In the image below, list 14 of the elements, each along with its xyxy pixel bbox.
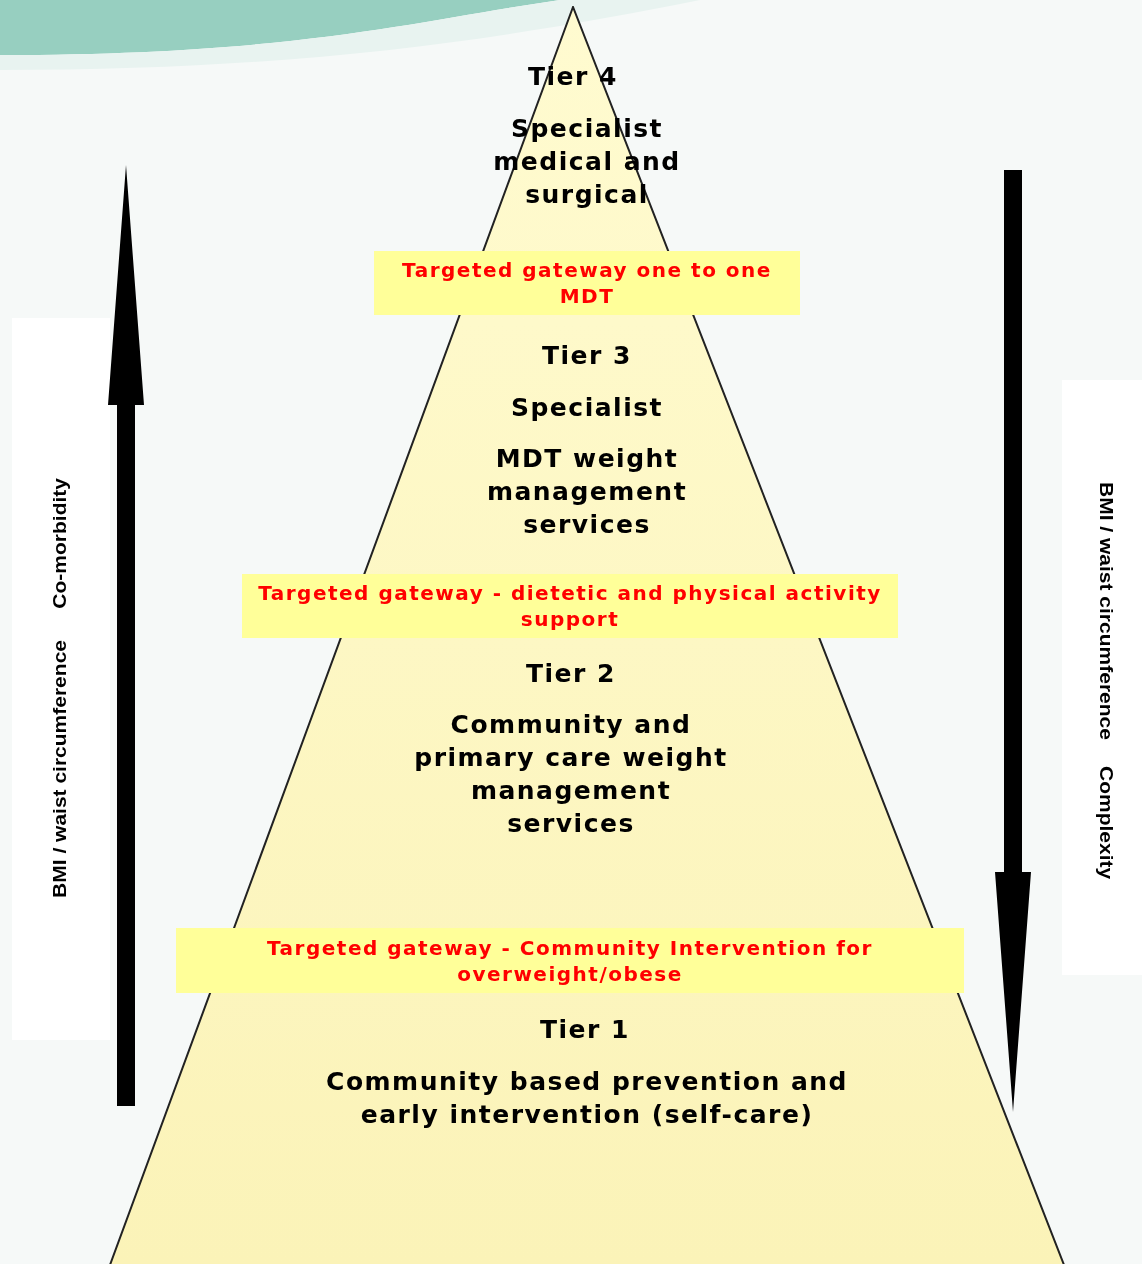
tier-heading: Tier 1 [539,1014,631,1046]
tier-description: Community and primary care weight management services [413,709,729,840]
axis-label: Co-morbidity [49,478,71,609]
tier-heading: Tier 3 [541,340,633,372]
gateway-text: Targeted gateway - Community Intervention for overweight/obese [266,934,874,987]
gateway-text: Targeted gateway - dietetic and physical activity support [257,580,883,632]
tier-description: MDT weight management services [485,443,689,541]
tier-description: Community based prevention and early intervention (self-care) [325,1066,849,1131]
tier-description: Specialist [509,392,665,424]
tier-heading: Tier 2 [525,658,617,690]
axis-label: BMI / waist circumference [1095,482,1117,740]
axis-label: Complexity [1095,766,1117,880]
axis-label: BMI / waist circumference [49,640,71,898]
gateway-text: Targeted gateway one to one MDT [401,257,773,309]
